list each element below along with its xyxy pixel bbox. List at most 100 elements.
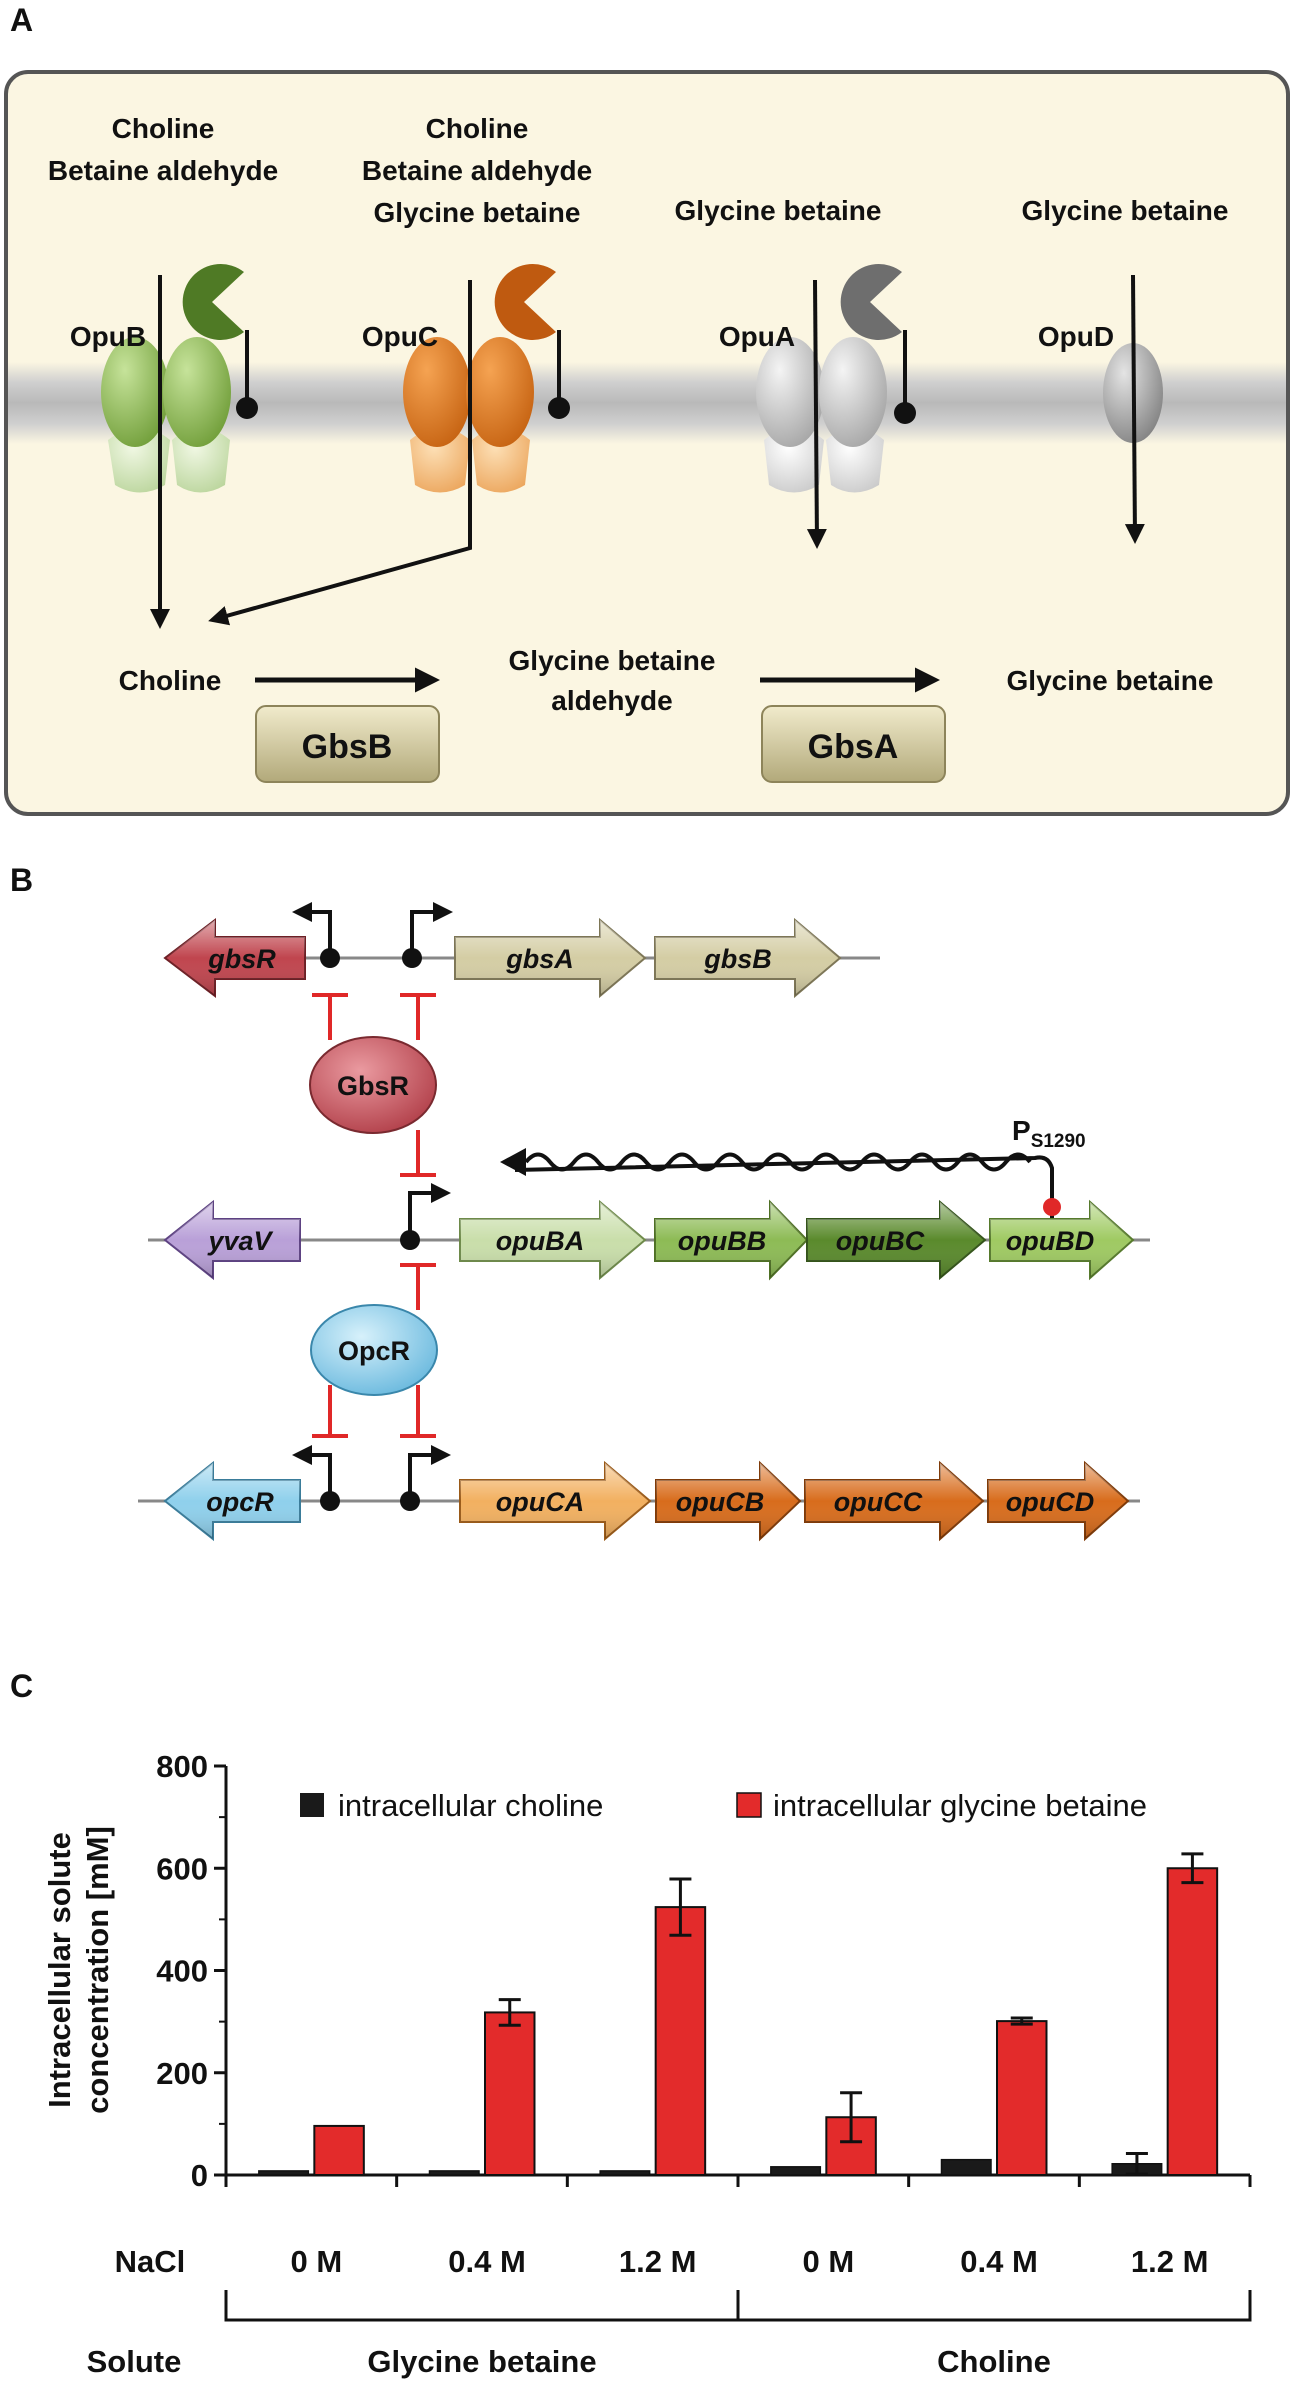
x-axis-ticks: [224, 2175, 1252, 2187]
opuc-binding-protein-icon: [494, 264, 570, 419]
pathway-choline: Choline: [119, 665, 222, 696]
y-tick-label: 400: [156, 1954, 208, 1989]
promoter-gbsR: [292, 902, 340, 968]
gene-label-opuCD: opuCD: [1006, 1487, 1094, 1517]
bar-glycine-betaine: [654, 1906, 707, 2176]
gene-opuBD: [989, 1199, 1135, 1281]
bar-glycine-betaine: [484, 2011, 536, 2176]
opua-label: OpuA: [719, 321, 795, 352]
y-axis-label-line1: Intracellular solute: [42, 1832, 77, 2108]
gene-opuCD: [987, 1460, 1130, 1542]
bar-choline: [428, 2170, 480, 2176]
bar-choline: [770, 2166, 822, 2176]
bar-glycine-betaine: [313, 2124, 365, 2176]
antisense-arrowhead: [500, 1148, 526, 1176]
opua-binding-protein-icon: [840, 264, 916, 424]
gene-label-opuBD: opuBD: [1006, 1226, 1094, 1256]
bar-choline: [599, 2170, 651, 2176]
opcr-regulator: [310, 1304, 438, 1396]
gene-label-opuBA: opuBA: [496, 1226, 584, 1256]
series-intracellular-glycine-betaine: [313, 1867, 1219, 2177]
pathway-aldehyde-line1: Glycine betaine: [509, 645, 716, 676]
legend-label-glycine-betaine: intracellular glycine betaine: [773, 1788, 1147, 1823]
regulator-label-opcr: OpcR: [338, 1336, 410, 1366]
nacl-row-label: NaCl: [115, 2244, 186, 2279]
bar-glycine-betaine: [1166, 1867, 1219, 2176]
gene-yvaV: [163, 1199, 301, 1281]
promoter-gbsA: [402, 902, 453, 968]
promoter-s1290-stem: [514, 1155, 1054, 1218]
bar-choline: [258, 2170, 310, 2176]
promoter-s1290-site: [1043, 1198, 1061, 1216]
regulator-label-gbsr: GbsR: [337, 1071, 409, 1101]
gene-gbsA: [454, 917, 647, 999]
legend-swatch-choline: [300, 1793, 324, 1817]
opub-transporter: [101, 337, 231, 493]
opuc-substrate-3: Glycine betaine: [374, 197, 581, 228]
gene-label-opuCB: opuCB: [676, 1487, 764, 1517]
opub-substrate-1: Choline: [112, 113, 215, 144]
opub-substrate-2: Betaine aldehyde: [48, 155, 278, 186]
legend-label-choline: intracellular choline: [338, 1788, 603, 1823]
gene-opcR: [163, 1460, 301, 1542]
gene-gbsB: [654, 917, 842, 999]
group-brackets: Glycine betaine Choline: [224, 2290, 1252, 2379]
error-bars: [498, 1852, 1204, 2176]
category-label: 0.4 M: [448, 2244, 526, 2279]
legend-swatch-glycine-betaine: [736, 1792, 762, 1818]
promoter-opuBA: [400, 1183, 451, 1250]
group-bracket: [224, 2290, 740, 2322]
legend: intracellular choline intracellular glyc…: [300, 1788, 1147, 1823]
opcr-repression-marks: [312, 1263, 436, 1438]
opud-uptake-arrow: [1124, 274, 1145, 544]
gene-opuCA: [459, 1460, 652, 1542]
opua-uptake-arrow: [806, 279, 827, 549]
gene-label-opuCC: opuCC: [834, 1487, 923, 1517]
gene-opuBA: [459, 1199, 647, 1281]
promoter-s1290-label: PS1290: [1012, 1115, 1086, 1152]
gbsr-repression-marks: [312, 993, 436, 1177]
pathway-glycine-betaine: Glycine betaine: [1007, 665, 1214, 696]
opuc-uptake-arrow: [208, 280, 472, 626]
y-tick-label: 600: [156, 1851, 208, 1886]
gene-opuBC: [806, 1199, 987, 1281]
group-label: Choline: [937, 2344, 1051, 2379]
opud-substrate: Glycine betaine: [1022, 195, 1229, 226]
opub-label: OpuB: [70, 321, 146, 352]
opub-binding-protein-icon: [182, 264, 258, 419]
opua-transporter: [756, 337, 887, 493]
bar-choline: [940, 2158, 992, 2176]
y-tick-label: 200: [156, 2056, 208, 2091]
opuc-substrate-1: Choline: [426, 113, 529, 144]
panel-a-label: A: [10, 2, 34, 38]
category-label: 0 M: [290, 2244, 342, 2279]
gene-label-opuBC: opuBC: [836, 1226, 925, 1256]
gbsa-enzyme-label: GbsA: [808, 728, 899, 766]
gbsb-enzyme-box: [255, 705, 440, 783]
panel-b-operon-diagram: gbsR gbsA gbsB yvaV opuBA opuBB opuBC op…: [138, 902, 1150, 1542]
panel-b-label: B: [10, 862, 34, 898]
gene-opuCC: [804, 1460, 985, 1542]
gene-label-gbsR: gbsR: [207, 944, 276, 974]
category-label: 0 M: [802, 2244, 854, 2279]
solute-row-label: Solute: [87, 2344, 182, 2379]
group-bracket: [736, 2290, 1252, 2322]
bar-glycine-betaine: [996, 2020, 1048, 2177]
gene-label-opcR: opcR: [206, 1487, 274, 1517]
y-axis-label-line2: concentration [mM]: [80, 1826, 115, 2114]
gbsb-enzyme-label: GbsB: [302, 728, 393, 766]
gene-label-gbsB: gbsB: [703, 944, 772, 974]
gene-opuCB: [655, 1460, 802, 1542]
gene-label-opuCA: opuCA: [496, 1487, 584, 1517]
gene-label-opuBB: opuBB: [678, 1226, 766, 1256]
gbsa-enzyme-box: [761, 705, 946, 783]
category-label: 1.2 M: [1131, 2244, 1209, 2279]
opuc-substrate-2: Betaine aldehyde: [362, 155, 592, 186]
gene-label-yvaV: yvaV: [206, 1226, 273, 1256]
promoter-opuCA: [400, 1445, 451, 1511]
group-label: Glycine betaine: [367, 2344, 596, 2379]
gene-label-gbsA: gbsA: [505, 944, 574, 974]
